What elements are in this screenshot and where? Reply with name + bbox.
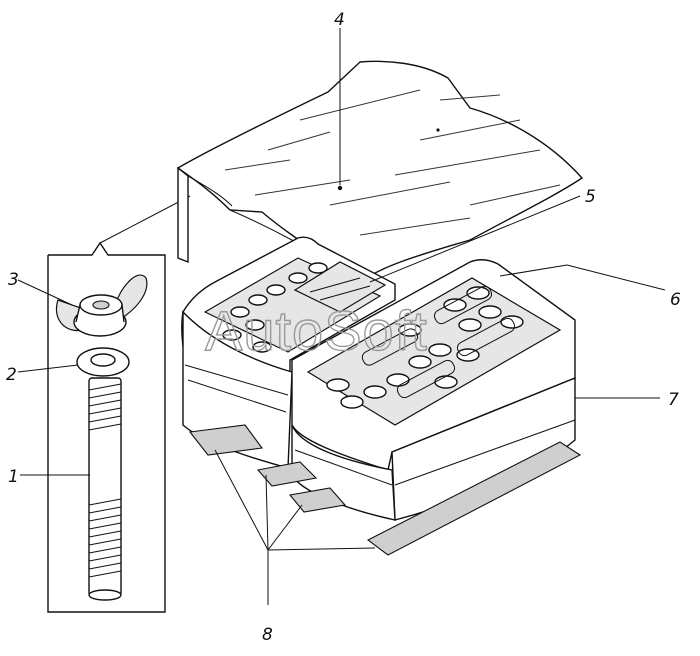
rubber-pads bbox=[188, 424, 582, 556]
bolt-part bbox=[88, 377, 122, 601]
battery-right bbox=[291, 259, 576, 521]
callout-2: 2 bbox=[6, 365, 17, 385]
leader-lines bbox=[17, 28, 666, 605]
callout-7: 7 bbox=[668, 390, 679, 410]
inset-pointer-line bbox=[99, 195, 191, 244]
watermark-text: AutoSoft bbox=[205, 299, 428, 362]
parts-inset bbox=[47, 195, 191, 613]
callout-3: 3 bbox=[8, 270, 19, 290]
callout-5: 5 bbox=[585, 187, 596, 207]
battery-cover bbox=[176, 60, 584, 283]
callout-1: 1 bbox=[8, 467, 19, 487]
callout-8: 8 bbox=[262, 625, 273, 645]
callout-4: 4 bbox=[334, 10, 345, 30]
callout-6: 6 bbox=[670, 290, 681, 310]
inset-frame bbox=[47, 241, 166, 613]
wing-nut-part bbox=[55, 274, 148, 337]
washer-part bbox=[76, 347, 130, 377]
